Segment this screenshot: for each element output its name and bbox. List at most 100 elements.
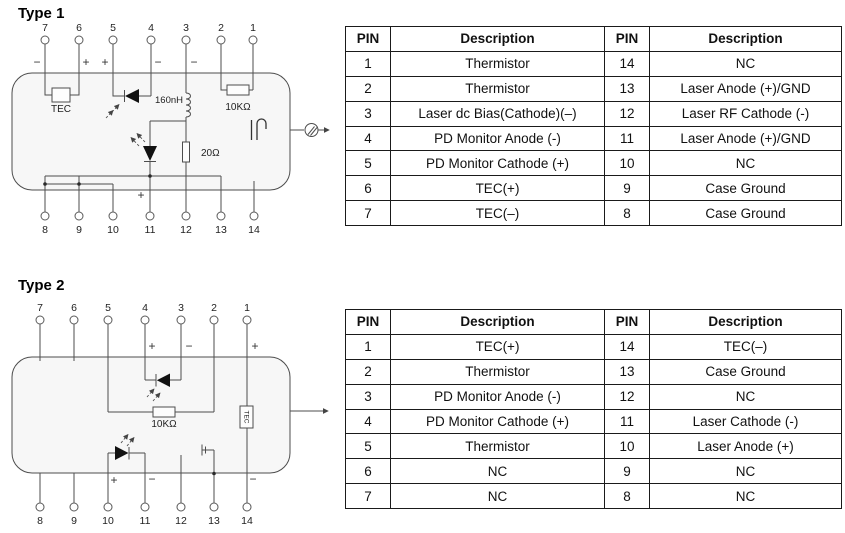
table-row: 7 NC 8 NC bbox=[345, 483, 842, 510]
pin-cell: 7 bbox=[345, 200, 391, 227]
matching-resistor-label: 20Ω bbox=[201, 148, 220, 159]
polarity-label: − bbox=[154, 55, 161, 69]
description-cell: NC bbox=[649, 458, 842, 485]
pin-terminal-8 bbox=[40, 211, 50, 221]
light-out-arrow-icon bbox=[130, 136, 140, 147]
polarity-label: + bbox=[137, 188, 144, 202]
pin-cell: 9 bbox=[604, 175, 650, 202]
description-cell: PD Monitor Cathode (+) bbox=[390, 408, 605, 435]
pin-terminal-10 bbox=[108, 211, 118, 221]
pin-cell: 4 bbox=[345, 408, 391, 435]
fiber-connector-icon bbox=[304, 123, 319, 137]
light-in-arrow-icon bbox=[105, 109, 114, 119]
table-row: 2 Thermistor 13 Case Ground bbox=[345, 358, 842, 385]
column-header-description: Description bbox=[649, 26, 842, 52]
type1-wires bbox=[44, 44, 304, 212]
pin-terminal-11 bbox=[140, 502, 150, 512]
pin-terminal-9 bbox=[69, 502, 79, 512]
pin-number-label: 3 bbox=[183, 22, 189, 34]
pin-number-label: 7 bbox=[37, 302, 43, 314]
pin-number-label: 6 bbox=[71, 302, 77, 314]
matching-resistor-component bbox=[182, 141, 190, 163]
pin-terminal-3 bbox=[181, 35, 191, 45]
pin-terminal-1 bbox=[242, 315, 252, 325]
description-cell: Laser Anode (+)/GND bbox=[649, 125, 842, 152]
pin-cell: 2 bbox=[345, 75, 391, 102]
pin-terminal-5 bbox=[103, 315, 113, 325]
description-cell: PD Monitor Cathode (+) bbox=[390, 150, 605, 177]
pin-cell: 4 bbox=[345, 125, 391, 152]
laser-diode-icon bbox=[115, 446, 129, 460]
pin-terminal-12 bbox=[181, 211, 191, 221]
description-cell: NC bbox=[649, 50, 842, 77]
pin-terminal-5 bbox=[108, 35, 118, 45]
pin-terminal-12 bbox=[176, 502, 186, 512]
monitor-photodiode-icon bbox=[156, 373, 170, 387]
tec-label: TEC bbox=[242, 411, 249, 424]
pin-cell: 12 bbox=[604, 100, 650, 127]
description-cell: Laser Anode (+)/GND bbox=[649, 75, 842, 102]
light-out-arrow-icon bbox=[136, 132, 146, 143]
light-out-arrow-icon bbox=[120, 433, 129, 444]
type1-pin-table: PIN Description PIN Description 1 Thermi… bbox=[345, 26, 842, 227]
pin-number-label: 1 bbox=[250, 22, 256, 34]
column-header-description: Description bbox=[390, 26, 605, 52]
description-cell: Case Ground bbox=[649, 175, 842, 202]
type2-pin-table: PIN Description PIN Description 1 TEC(+)… bbox=[345, 309, 842, 510]
pin-terminal-7 bbox=[40, 35, 50, 45]
description-cell: PD Monitor Anode (-) bbox=[390, 383, 605, 410]
description-cell: Laser Cathode (-) bbox=[649, 408, 842, 435]
pin-number-label: 9 bbox=[71, 515, 77, 527]
light-in-arrow-icon bbox=[146, 388, 155, 398]
light-out-arrow-icon bbox=[126, 436, 135, 447]
table-row: 6 NC 9 NC bbox=[345, 458, 842, 485]
pin-number-label: 2 bbox=[211, 302, 217, 314]
description-cell: Case Ground bbox=[649, 358, 842, 385]
junction-dot bbox=[77, 182, 81, 186]
description-cell: Thermistor bbox=[390, 358, 605, 385]
pin-cell: 14 bbox=[604, 50, 650, 77]
pin-number-label: 9 bbox=[76, 224, 82, 236]
pin-number-label: 14 bbox=[248, 224, 260, 236]
pin-terminal-14 bbox=[242, 502, 252, 512]
pin-cell: 7 bbox=[345, 483, 391, 510]
pin-number-label: 5 bbox=[105, 302, 111, 314]
table-row: 3 PD Monitor Anode (-) 12 NC bbox=[345, 383, 842, 410]
description-cell: Laser Anode (+) bbox=[649, 433, 842, 460]
pin-cell: 3 bbox=[345, 383, 391, 410]
tec-label: TEC bbox=[51, 104, 71, 115]
inductor-icon bbox=[185, 92, 191, 118]
polarity-label: − bbox=[190, 55, 197, 69]
pin-number-label: 5 bbox=[110, 22, 116, 34]
pin-number-label: 11 bbox=[145, 224, 156, 236]
polarity-label: + bbox=[251, 339, 258, 353]
pin-cell: 12 bbox=[604, 383, 650, 410]
pin-cell: 8 bbox=[604, 200, 650, 227]
polarity-label: + bbox=[101, 55, 108, 69]
pin-cell: 2 bbox=[345, 358, 391, 385]
description-cell: TEC(–) bbox=[390, 200, 605, 227]
table-row: 4 PD Monitor Anode (-) 11 Laser Anode (+… bbox=[345, 125, 842, 152]
case-ground-icon bbox=[212, 471, 216, 476]
pin-cell: 1 bbox=[345, 50, 391, 77]
column-header-pin: PIN bbox=[604, 309, 650, 335]
thermistor-component bbox=[152, 406, 176, 418]
pin-terminal-7 bbox=[35, 315, 45, 325]
type2-wires bbox=[39, 324, 248, 503]
description-cell: PD Monitor Anode (-) bbox=[390, 125, 605, 152]
table-row: 5 PD Monitor Cathode (+) 10 NC bbox=[345, 150, 842, 177]
pin-terminal-4 bbox=[146, 35, 156, 45]
column-header-description: Description bbox=[649, 309, 842, 335]
table-row: 1 Thermistor 14 NC bbox=[345, 50, 842, 77]
description-cell: Thermistor bbox=[390, 433, 605, 460]
pin-terminal-11 bbox=[145, 211, 155, 221]
pin-terminal-2 bbox=[209, 315, 219, 325]
polarity-label: − bbox=[185, 339, 192, 353]
pin-number-label: 12 bbox=[180, 224, 192, 236]
pin-cell: 9 bbox=[604, 458, 650, 485]
pin-number-label: 3 bbox=[178, 302, 184, 314]
pin-cell: 1 bbox=[345, 333, 391, 360]
description-cell: TEC(–) bbox=[649, 333, 842, 360]
type2-schematic: Type 2 TEC bbox=[11, 277, 329, 527]
